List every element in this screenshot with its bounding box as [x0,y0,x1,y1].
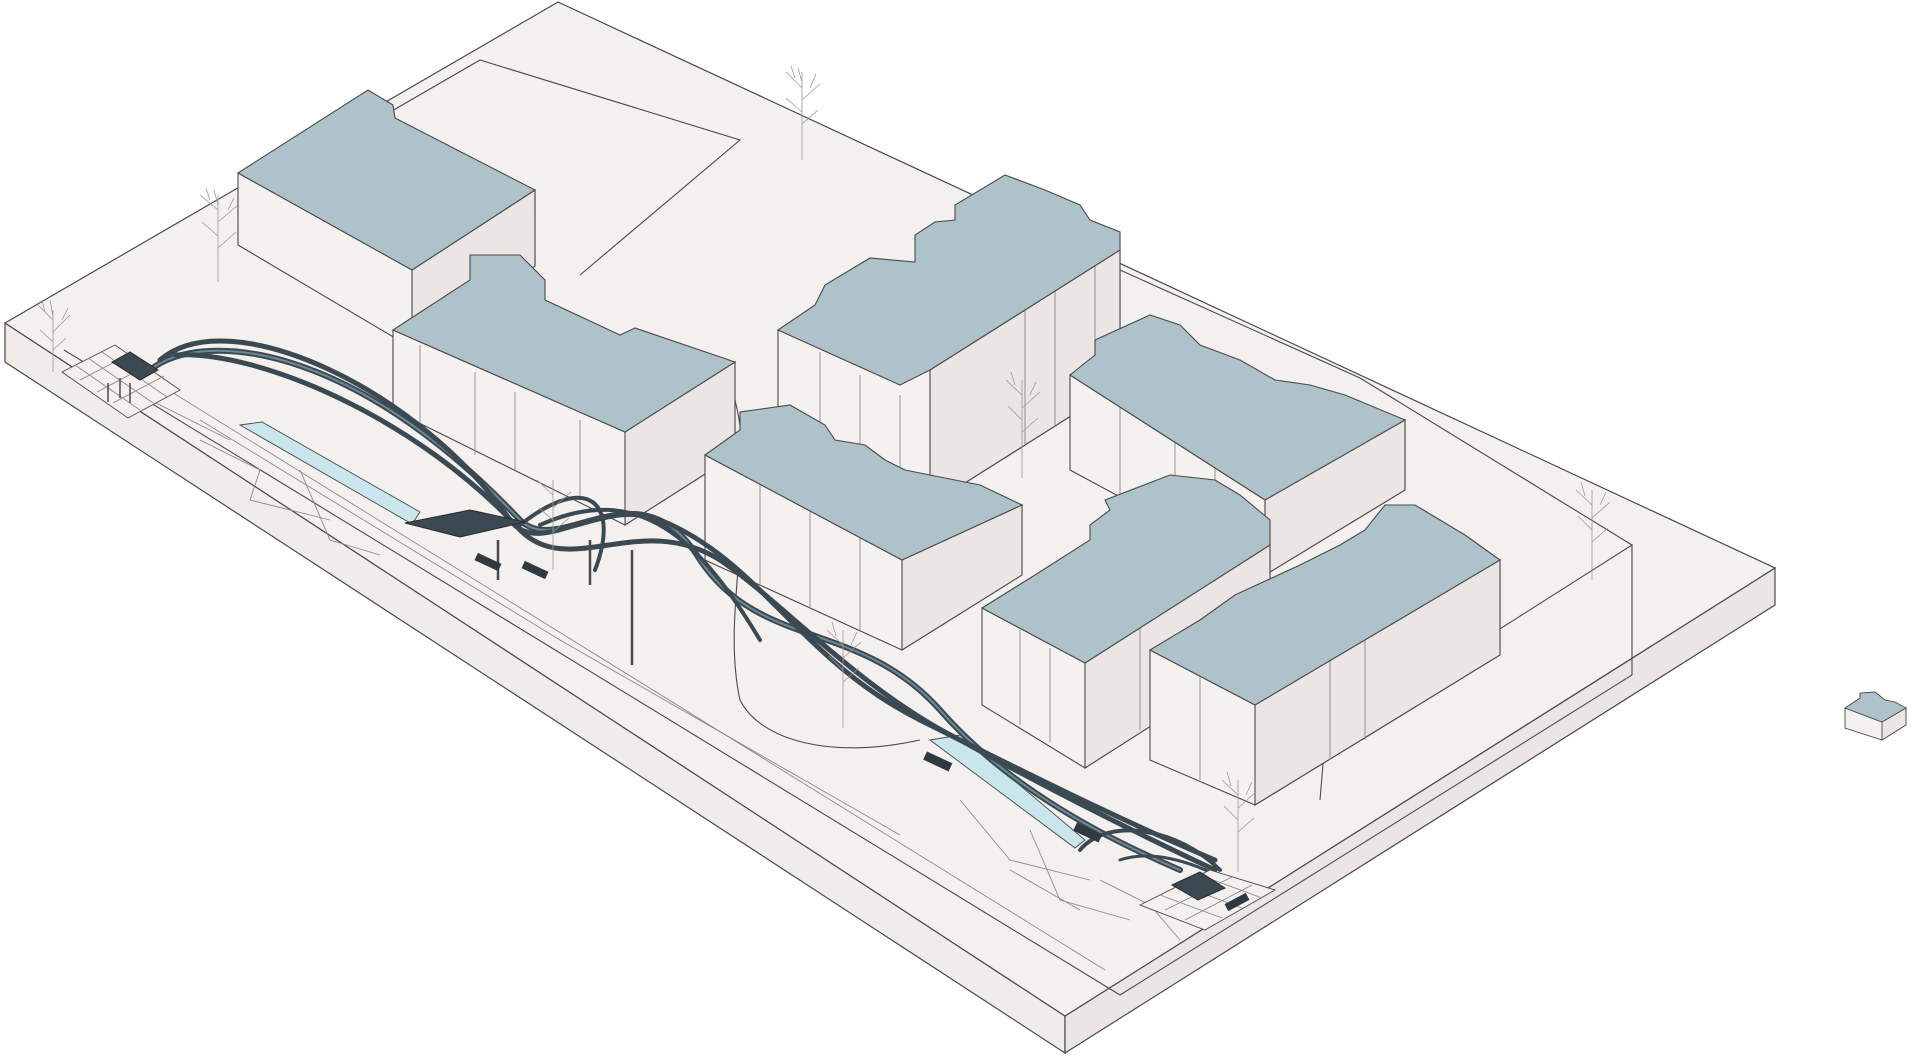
tree-icon [826,621,862,728]
plaza-left [61,344,181,419]
boundary-back-right [1119,269,1633,546]
bench-icon [1224,892,1250,912]
tree-icon [37,299,71,372]
tree-icon [1005,371,1041,478]
plaza-right [923,751,1277,931]
roof-a [236,89,537,271]
canopy-columns [496,540,634,665]
roof-f [980,474,1271,664]
roof-g [1148,504,1502,706]
plaza-mid [404,509,549,580]
deck-mid [404,509,526,538]
bench-icon [923,751,953,772]
plaza-grid-left [61,344,181,419]
site-path-2 [199,419,901,836]
trees [37,65,1611,872]
bench-icon [521,560,549,580]
pavilion-columns-left [107,378,131,403]
roof-d [703,404,1024,561]
pavilion-right [1170,871,1227,901]
pavilion-left [111,351,159,381]
tree-icon [785,65,821,160]
building-d [703,404,1024,651]
paving-shards [149,399,1181,941]
building-g [1148,504,1502,806]
tree-icon [1575,481,1611,580]
roof-e [1069,314,1407,501]
kerb-line [63,349,1121,996]
kerb-line-inner [119,359,1106,971]
building-c [776,174,1121,506]
building-b [391,254,737,527]
building-thumbnail-icon [1844,691,1907,741]
bench-icon [1073,822,1103,843]
canopy-ribbons [147,338,1227,882]
roof-b [391,254,737,433]
pool-left [238,421,421,525]
boundary-back [384,59,742,276]
roof-c [776,174,1121,386]
tree-icon [199,187,239,282]
tree-icon [536,479,572,570]
tree-icon [1221,771,1257,872]
bench-icon [474,552,502,572]
buildings [236,89,1502,806]
